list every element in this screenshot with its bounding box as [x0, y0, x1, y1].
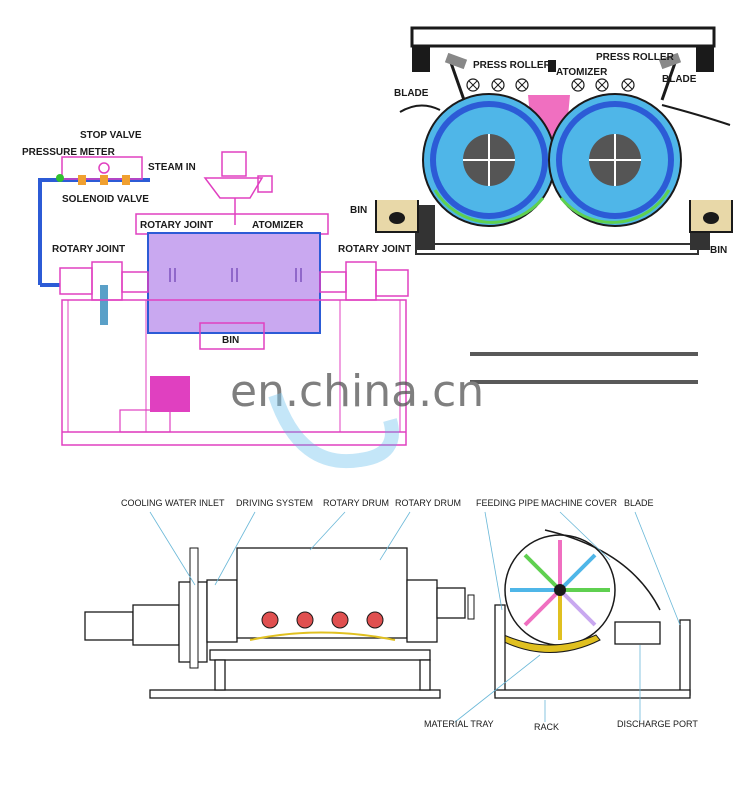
left-blade — [399, 104, 441, 113]
label-press-roller-right: PRESS ROLLER — [596, 52, 675, 63]
label-solenoid-valve: SOLENOID VALVE — [62, 194, 149, 205]
panel-single-drum-schematic: STOP VALVE PRESSURE METER STEAM IN SOLEN… — [22, 130, 411, 446]
solenoid-valve-icon — [98, 162, 110, 174]
panel-elevation-drawing: COOLING WATER INLET DRIVING SYSTEM ROTAR… — [84, 498, 698, 732]
feed-roller-icon — [261, 611, 279, 629]
watermark: en.china.cn — [230, 352, 698, 469]
feed-roller-icon — [331, 611, 349, 629]
machine-cover-outline — [544, 529, 661, 611]
label-driving-system: DRIVING SYSTEM — [236, 498, 313, 508]
support-frame — [61, 299, 407, 446]
label-rotary-joint-top: ROTARY JOINT — [140, 220, 213, 231]
atomizer-motor — [221, 151, 247, 177]
label-rotary-joint-right: ROTARY JOINT — [338, 244, 411, 255]
valve-icon — [122, 175, 130, 185]
label-atomizer: ATOMIZER — [252, 220, 304, 231]
label-bin-right: BIN — [710, 245, 727, 256]
side-material-tray — [249, 631, 396, 641]
end-frame-base — [494, 689, 691, 699]
discharge-chute — [614, 621, 661, 645]
label-blade-left: BLADE — [394, 88, 429, 99]
motor-block — [150, 376, 190, 412]
label-blade-c: BLADE — [624, 498, 654, 508]
base-frame — [415, 243, 699, 255]
pressure-meter-icon — [56, 174, 64, 182]
label-rack: RACK — [534, 722, 559, 732]
bin-box — [199, 322, 265, 350]
label-bin-left: BIN — [350, 205, 367, 216]
valve-icon — [100, 175, 108, 185]
feed-roller-icon — [366, 611, 384, 629]
drive-motor — [84, 611, 134, 641]
label-steam-in: STEAM IN — [148, 162, 196, 173]
valve-icon — [78, 175, 86, 185]
label-discharge-port: DISCHARGE PORT — [617, 719, 698, 729]
label-material-tray: MATERIAL TRAY — [424, 719, 494, 729]
label-machine-cover: MACHINE COVER — [541, 498, 618, 508]
feed-roller-icon — [296, 611, 314, 629]
label-feeding-pipe: FEEDING PIPE — [476, 498, 539, 508]
gear-icon — [100, 285, 108, 325]
watermark-text: en.china.cn — [230, 366, 484, 417]
right-blade — [661, 104, 731, 126]
panel-double-drum: PRESS ROLLER PRESS ROLLER ATOMIZER BLADE… — [350, 26, 733, 256]
label-rotary-drum-2: ROTARY DRUM — [395, 498, 461, 508]
rotary-drum — [147, 232, 321, 334]
label-pressure-meter: PRESSURE METER — [22, 147, 116, 158]
label-atomizer-b: ATOMIZER — [556, 67, 608, 78]
top-beam — [410, 26, 716, 48]
end-material-tray — [499, 634, 601, 653]
label-cooling-water-inlet: COOLING WATER INLET — [121, 498, 225, 508]
label-blade-right: BLADE — [662, 74, 697, 85]
label-rotary-drum-1: ROTARY DRUM — [323, 498, 389, 508]
label-press-roller-left: PRESS ROLLER — [473, 60, 552, 71]
label-rotary-joint-left: ROTARY JOINT — [52, 244, 125, 255]
label-bin: BIN — [222, 335, 239, 346]
side-frame-top — [209, 649, 431, 661]
label-stop-valve: STOP VALVE — [80, 130, 142, 141]
side-frame-base — [149, 689, 441, 699]
atomizer-nozzle — [548, 60, 556, 72]
watermark-logo — [268, 392, 399, 469]
steam-pipe — [38, 178, 150, 285]
